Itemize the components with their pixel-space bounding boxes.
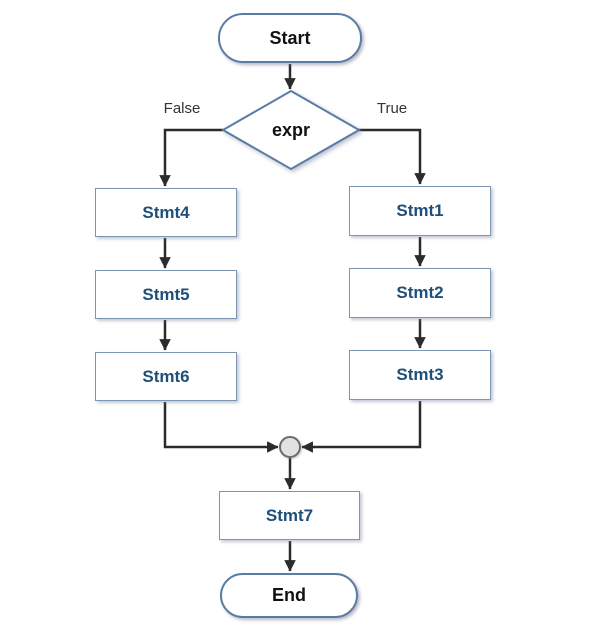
- edge-stmt3-to-junction: [301, 401, 422, 453]
- node-stmt1: Stmt1: [349, 186, 491, 236]
- branch-label-true: True: [376, 99, 408, 117]
- node-end-label: End: [272, 585, 306, 605]
- junction-connector: [279, 436, 301, 458]
- node-stmt4-label: Stmt4: [142, 202, 190, 222]
- decision-expr-shape: [220, 89, 362, 171]
- node-stmt5: Stmt5: [95, 270, 237, 319]
- node-stmt6: Stmt6: [95, 352, 237, 401]
- node-stmt3: Stmt3: [349, 350, 491, 400]
- decision-expr-label: expr: [271, 119, 311, 140]
- node-stmt4: Stmt4: [95, 188, 237, 237]
- node-start: Start: [218, 13, 362, 63]
- node-stmt7-label: Stmt7: [265, 505, 314, 525]
- node-stmt5-label: Stmt5: [142, 284, 190, 304]
- edge-expr-false-to-stmt4: [159, 128, 224, 187]
- edge-stmt6-to-junction: [163, 402, 279, 453]
- node-stmt3-label: Stmt3: [396, 365, 444, 384]
- node-stmt2: Stmt2: [349, 268, 491, 318]
- node-stmt7: Stmt7: [219, 491, 360, 540]
- node-end: End: [220, 573, 358, 618]
- node-stmt6-label: Stmt6: [142, 366, 190, 386]
- branch-label-false: False: [163, 99, 201, 117]
- node-stmt2-label: Stmt2: [396, 283, 444, 302]
- edge-expr-true-to-stmt1: [358, 128, 426, 185]
- node-start-label: Start: [269, 27, 311, 48]
- node-stmt1-label: Stmt1: [396, 201, 444, 220]
